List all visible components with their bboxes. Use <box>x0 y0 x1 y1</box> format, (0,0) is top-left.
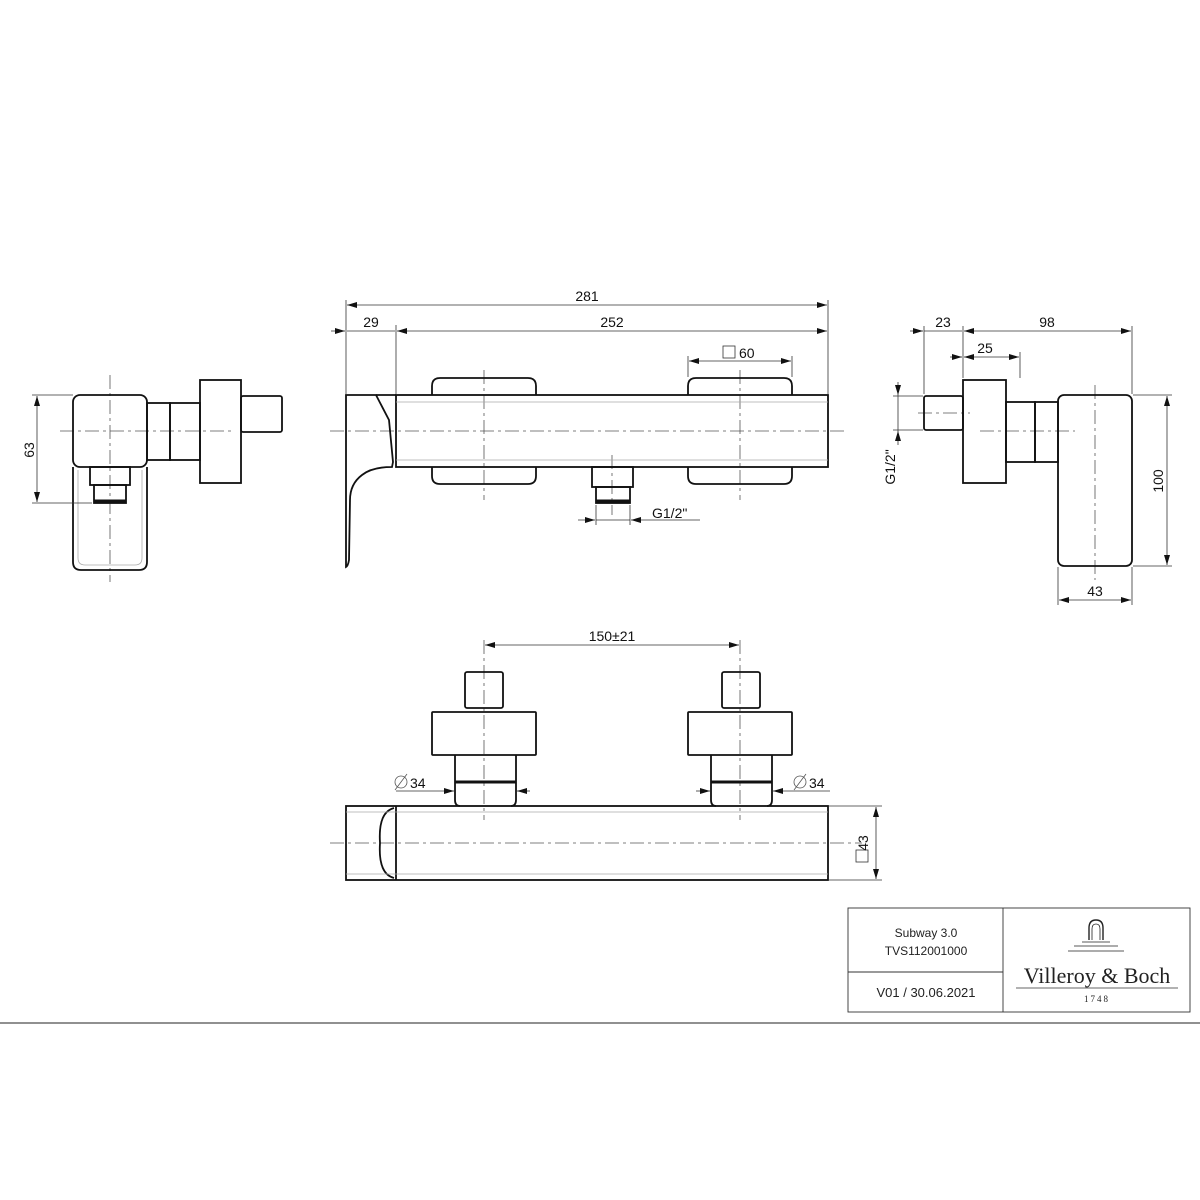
diameter-symbol-icon <box>394 775 408 789</box>
dim-lever-height: 100 <box>1150 469 1166 493</box>
product-name: Subway 3.0 <box>895 926 958 940</box>
dim-lever-length: 29 <box>363 314 379 330</box>
dim-diameter-right: 34 <box>809 775 825 791</box>
dim-inlet-thread: G1/2" <box>882 449 898 484</box>
faucet-logo-icon <box>1068 919 1124 952</box>
inlet-left <box>431 671 537 807</box>
dim-left-height: 63 <box>21 442 37 458</box>
dim-body-square: 43 <box>855 835 871 851</box>
dim-stem-length: 23 <box>935 314 951 330</box>
diameter-symbol-icon <box>793 775 807 789</box>
title-block: Subway 3.0 TVS112001000 V01 / 30.06.2021… <box>847 907 1191 1013</box>
brand-year: 1748 <box>1084 994 1110 1004</box>
dim-diameter-left: 34 <box>410 775 426 791</box>
version-date: V01 / 30.06.2021 <box>876 985 975 1000</box>
square-symbol-icon <box>855 849 869 863</box>
inlet-right <box>687 671 793 807</box>
dim-handle-square: 60 <box>739 345 755 361</box>
left-side-view: 63 <box>21 375 283 582</box>
front-view: 281 29 252 60 G1/2" <box>330 288 846 569</box>
dim-outlet-thread: G1/2" <box>652 505 687 521</box>
article-number: TVS112001000 <box>885 944 968 958</box>
dim-overall-length: 281 <box>575 288 599 304</box>
dim-disc-width: 25 <box>977 340 993 356</box>
dim-lever-width: 43 <box>1087 583 1103 599</box>
dim-inlet-spacing: 150±21 <box>589 628 636 644</box>
square-symbol-icon <box>722 345 736 359</box>
right-side-view: 23 98 25 G1/2" 100 43 <box>882 314 1172 605</box>
dim-depth: 98 <box>1039 314 1055 330</box>
dim-body-length: 252 <box>600 314 624 330</box>
brand-logo-text: Villeroy & Boch <box>1024 963 1171 988</box>
top-view: 150±21 34 34 43 <box>330 628 882 881</box>
